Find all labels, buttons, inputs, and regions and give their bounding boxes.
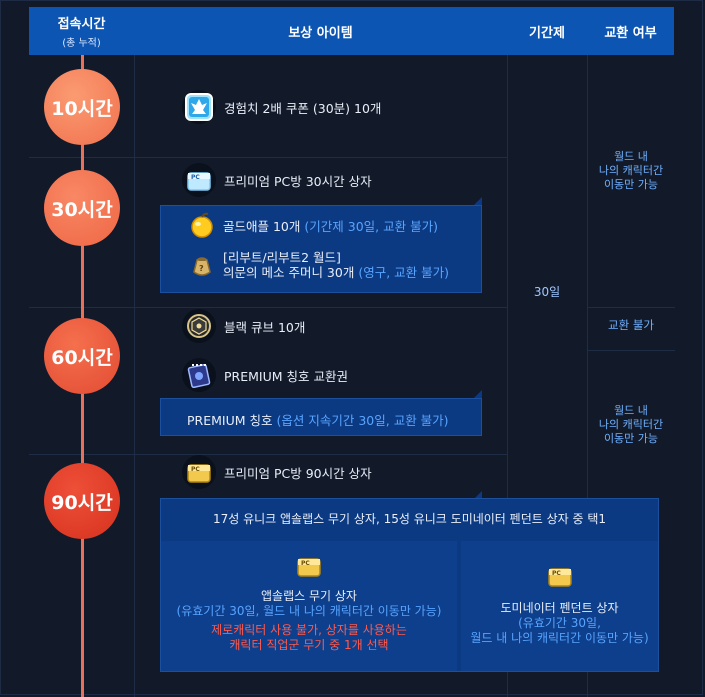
reward-10h-label: 경험치 2배 쿠폰 (30분) 10개	[224, 100, 382, 116]
absolab-warn-2: 캐릭터 직업군 무기 중 1개 선택	[229, 638, 389, 652]
black-cube-icon	[182, 309, 216, 343]
milestone-90h: 90시간	[44, 463, 120, 539]
reward-90h: PC 프리미엄 PC방 90시간 상자	[182, 455, 372, 489]
absolab-title: 앱솔랩스 무기 상자	[261, 589, 357, 603]
reward-90h-subpanel: 17성 유니크 앱솔랩스 무기 상자, 15성 유니크 도미네이터 펜던트 상자…	[160, 498, 659, 672]
reward-30h-meso-pouch: ? [리부트/리부트2 월드] 의문의 메소 주머니 30개 (영구, 교환 불…	[187, 250, 449, 280]
meso-pouch-label: 의문의 메소 주머니 30개	[223, 265, 355, 280]
dominator-title: 도미네이터 펜던트 상자	[500, 601, 619, 615]
reward-60h-title-voucher: PREMIUM 칭호 교환권	[182, 358, 348, 392]
milestone-30h: 30시간	[44, 170, 120, 246]
milestone-60h: 60시간	[44, 318, 120, 394]
milestone-10h: 10시간	[44, 69, 120, 145]
panel-notch	[474, 197, 482, 205]
header-reward-label: 보상 아이템	[288, 25, 353, 41]
header-period: 기간제	[507, 7, 587, 55]
trade-note-3-line3: 이동만 가능	[603, 432, 659, 445]
header-trade-label: 교환 여부	[604, 25, 657, 41]
trade-note-3-line2: 나의 캐릭터간	[598, 418, 664, 431]
reward-60h-subpanel: PREMIUM 칭호 (옵션 지속기간 30일, 교환 불가)	[160, 398, 482, 436]
svg-text:PC: PC	[552, 570, 561, 577]
premium-title-note: (옵션 지속기간 30일, 교환 불가)	[276, 413, 449, 428]
dominator-text: 도미네이터 펜던트 상자 (유효기간 30일, 월드 내 나의 캐릭터간 이동만…	[461, 601, 658, 646]
gold-apple-icon	[187, 210, 217, 240]
header-time-label: 접속시간	[57, 17, 106, 32]
exp-coupon-icon	[182, 90, 216, 124]
meso-pouch-line1: [리부트/리부트2 월드]	[223, 250, 341, 265]
title-voucher-icon	[182, 358, 216, 392]
svg-text:PC: PC	[191, 466, 200, 473]
pc-box-icon: PC	[182, 163, 216, 197]
header-period-label: 기간제	[529, 25, 565, 41]
meso-pouch-line2: 의문의 메소 주머니 30개 (영구, 교환 불가)	[223, 265, 449, 280]
reward-30h: PC 프리미엄 PC방 30시간 상자	[182, 163, 372, 197]
meso-pouch-note: (영구, 교환 불가)	[358, 265, 449, 280]
reward-60h-cube-label: 블랙 큐브 10개	[224, 319, 306, 335]
trade-note-3: 월드 내 나의 캐릭터간 이동만 가능	[587, 404, 675, 446]
meso-pouch-icon: ?	[187, 250, 217, 280]
reward-30h-gold-apple: 골드애플 10개 (기간제 30일, 교환 불가)	[187, 210, 438, 240]
trade-note-1: 월드 내 나의 캐릭터간 이동만 가능	[587, 150, 675, 192]
row-divider	[29, 454, 507, 455]
col-divider	[507, 55, 508, 697]
select-one-label: 17성 유니크 앱솔랩스 무기 상자, 15성 유니크 도미네이터 펜던트 상자…	[212, 511, 607, 526]
svg-text:PC: PC	[301, 560, 310, 567]
absolab-text: 앱솔랩스 무기 상자 (유효기간 30일, 월드 내 나의 캐릭터간 이동만 가…	[161, 589, 457, 653]
dominator-box-panel: PC 도미네이터 펜던트 상자 (유효기간 30일, 월드 내 나의 캐릭터간 …	[461, 541, 658, 671]
reward-30h-subpanel: 골드애플 10개 (기간제 30일, 교환 불가) ? [리부트/리부트2 월드…	[160, 205, 482, 293]
pc-box-gold-icon: PC	[182, 455, 216, 489]
absolab-box-panel: PC 앱솔랩스 무기 상자 (유효기간 30일, 월드 내 나의 캐릭터간 이동…	[161, 541, 457, 671]
select-one-text: 17성 유니크 앱솔랩스 무기 상자, 15성 유니크 도미네이터 펜던트 상자…	[161, 499, 658, 537]
col-divider	[134, 55, 135, 697]
dominator-note-2: 월드 내 나의 캐릭터간 이동만 가능)	[470, 631, 649, 645]
panel-notch	[474, 390, 482, 398]
dominator-icon-wrap: PC	[461, 561, 658, 591]
dominator-box-icon: PC	[545, 561, 575, 591]
trade-note-1-line2: 나의 캐릭터간	[598, 164, 664, 177]
trade-note-1-line1: 월드 내	[614, 150, 648, 163]
reward-90h-label: 프리미엄 PC방 90시간 상자	[224, 465, 372, 481]
premium-title-row: PREMIUM 칭호 (옵션 지속기간 30일, 교환 불가)	[187, 410, 449, 429]
gold-apple-note: (기간제 30일, 교환 불가)	[304, 218, 438, 234]
header-time: 접속시간 (총 누적)	[29, 7, 134, 55]
row-divider	[587, 307, 675, 308]
absolab-warn-1: 제로캐릭터 사용 불가, 상자를 사용하는	[211, 623, 407, 637]
header-time-sub: (총 누적)	[62, 38, 101, 49]
svg-text:PC: PC	[191, 174, 200, 181]
header-reward: 보상 아이템	[134, 7, 507, 55]
header-trade: 교환 여부	[587, 7, 674, 55]
absolab-box-icon: PC	[294, 551, 324, 581]
reward-10h: 경험치 2배 쿠폰 (30분) 10개	[182, 90, 381, 124]
table-header: 접속시간 (총 누적) 보상 아이템 기간제 교환 여부	[29, 7, 674, 55]
reward-60h-cube: 블랙 큐브 10개	[182, 309, 305, 343]
absolab-note: (유효기간 30일, 월드 내 나의 캐릭터간 이동만 가능)	[176, 604, 442, 618]
row-divider	[29, 307, 507, 308]
svg-text:?: ?	[199, 264, 204, 273]
dominator-note-1: (유효기간 30일,	[518, 616, 601, 630]
reward-30h-label: 프리미엄 PC방 30시간 상자	[224, 173, 372, 189]
trade-note-2: 교환 불가	[608, 318, 654, 332]
row-divider	[587, 350, 675, 351]
absolab-icon-wrap: PC	[161, 551, 457, 581]
trade-note-3-line1: 월드 내	[614, 404, 648, 417]
gold-apple-label: 골드애플 10개	[223, 218, 301, 234]
panel-notch	[474, 491, 482, 499]
row-divider	[29, 157, 507, 158]
col-divider	[587, 55, 588, 697]
period-value: 30일	[533, 285, 561, 299]
reward-60h-title-voucher-label: PREMIUM 칭호 교환권	[224, 368, 348, 384]
premium-title-label: PREMIUM 칭호	[187, 413, 273, 428]
meso-pouch-text: [리부트/리부트2 월드] 의문의 메소 주머니 30개 (영구, 교환 불가)	[223, 250, 449, 280]
trade-note-1-line3: 이동만 가능	[603, 178, 659, 191]
